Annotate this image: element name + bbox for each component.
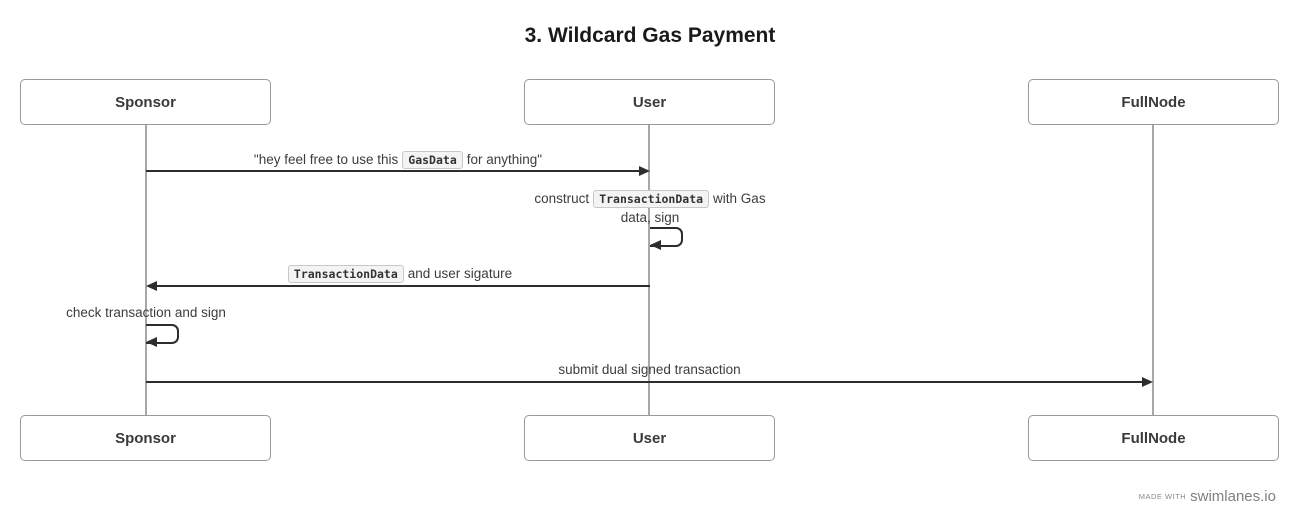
message-4-arrowhead-icon	[146, 337, 157, 347]
actor-box-fullnode-bottom: FullNode	[1028, 415, 1279, 461]
message-4-text: check transaction and sign	[66, 305, 226, 320]
message-4-self-loop	[146, 324, 179, 344]
message-3-arrowhead-icon	[146, 280, 157, 291]
swimlanes-brand-link[interactable]: swimlanes.io	[1190, 488, 1276, 505]
message-2-arrowhead-icon	[650, 240, 661, 250]
lifeline-sponsor	[145, 125, 147, 416]
message-4-label: check transaction and sign	[26, 303, 266, 322]
actor-box-user-bottom: User	[524, 415, 775, 461]
message-2-text-prefix: construct	[534, 191, 590, 206]
message-3-code-chip: TransactionData	[287, 265, 404, 283]
actor-box-fullnode-top: FullNode	[1028, 79, 1279, 125]
message-2-code-chip: TransactionData	[593, 190, 710, 208]
message-5-arrowhead-icon	[1142, 376, 1153, 387]
lifeline-user	[648, 125, 650, 416]
actor-label-fullnode-bottom: FullNode	[1121, 429, 1186, 447]
made-with-label: made with	[1138, 492, 1187, 501]
message-1-arrow-line	[146, 170, 644, 172]
message-1-arrowhead-icon	[639, 165, 650, 176]
actor-label-user-bottom: User	[632, 429, 667, 447]
actor-label-sponsor-bottom: Sponsor	[115, 429, 176, 447]
message-5-arrow-line	[146, 381, 1147, 383]
diagram-title: 3. Wildcard Gas Payment	[524, 24, 776, 47]
message-2-text-suffix: with Gas data, sign	[620, 191, 766, 225]
actor-box-user-top: User	[524, 79, 775, 125]
message-1-text-suffix: for anything"	[466, 152, 543, 167]
actor-box-sponsor-top: Sponsor	[20, 79, 271, 125]
message-1-code-chip: GasData	[402, 151, 463, 169]
actor-label-fullnode-top: FullNode	[1121, 93, 1186, 111]
message-1-text-prefix: "hey feel free to use this	[253, 152, 399, 167]
actor-box-sponsor-bottom: Sponsor	[20, 415, 271, 461]
actor-label-user-top: User	[632, 93, 667, 111]
actor-label-sponsor-top: Sponsor	[115, 93, 176, 111]
message-3-arrow-line	[152, 285, 650, 287]
footer-credit: made withswimlanes.io	[1139, 488, 1276, 506]
message-5-label: submit dual signed transaction	[146, 360, 1153, 379]
message-3-text-suffix: and user sigature	[407, 266, 513, 281]
lifeline-fullnode	[1152, 125, 1154, 416]
message-2-self-loop	[650, 227, 683, 247]
message-5-text: submit dual signed transaction	[558, 362, 741, 377]
